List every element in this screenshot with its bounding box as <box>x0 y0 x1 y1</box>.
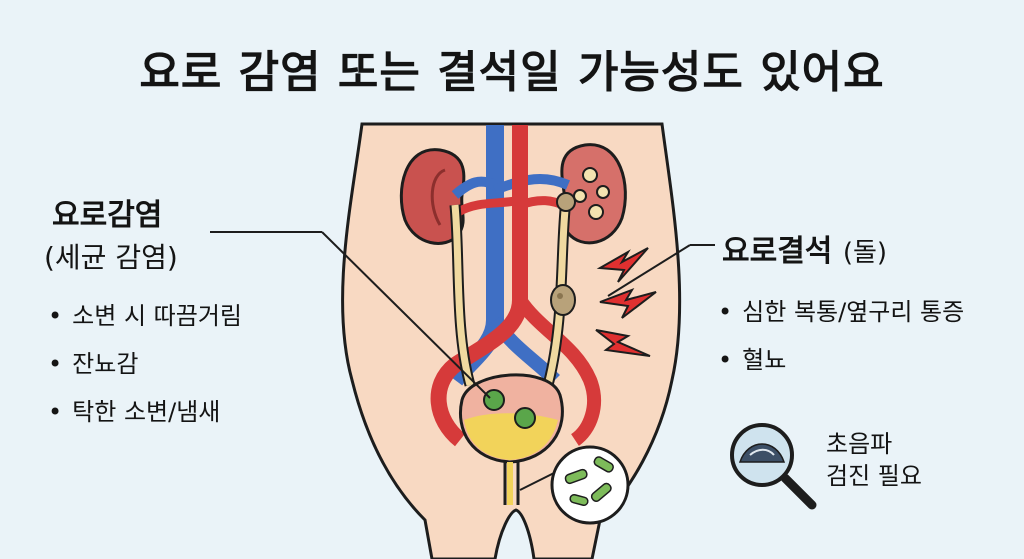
bacteria-zoom-bubble <box>519 445 630 525</box>
leg-gap <box>493 508 536 559</box>
infection-symptom-3: 탁한 소변/냄새 <box>48 392 220 427</box>
infection-heading: 요로감염 <box>52 198 163 233</box>
page-title: 요로 감염 또는 결석일 가능성도 있어요 <box>139 47 885 98</box>
ureter-stone <box>550 284 576 316</box>
stone-heading: 요로결석 (돌) <box>722 226 887 270</box>
magnifier-ultrasound-icon <box>730 423 817 510</box>
bladder <box>459 373 564 464</box>
renal-vein-left <box>451 176 498 199</box>
infection-symptom-1: 소변 시 따끔거림 <box>48 296 242 331</box>
exam-note-line-1: 초음파 <box>826 430 893 458</box>
kidney-stone-upper <box>556 192 576 212</box>
iliac-artery-right <box>514 295 601 446</box>
stone-heading-suffix: (돌) <box>842 238 888 268</box>
exam-note: 초음파 검진 필요 <box>826 428 922 492</box>
stone-symptom-2: 혈뇨 <box>718 340 786 375</box>
stone-heading-label: 요로결석 <box>722 234 833 269</box>
aorta <box>430 125 528 447</box>
pain-lightning-icon <box>595 247 657 357</box>
renal-vein-right <box>493 174 570 195</box>
renal-artery-left <box>455 195 522 217</box>
infection-subheading: (세균 감염) <box>44 241 178 274</box>
stone-symptom-1: 심한 복통/옆구리 통증 <box>718 292 964 327</box>
infection-symptom-2: 잔뇨감 <box>48 344 138 379</box>
bacteria-icon <box>564 456 614 507</box>
exam-note-line-2: 검진 필요 <box>826 462 922 490</box>
urethra <box>503 462 520 505</box>
bacteria-icon <box>483 389 536 429</box>
